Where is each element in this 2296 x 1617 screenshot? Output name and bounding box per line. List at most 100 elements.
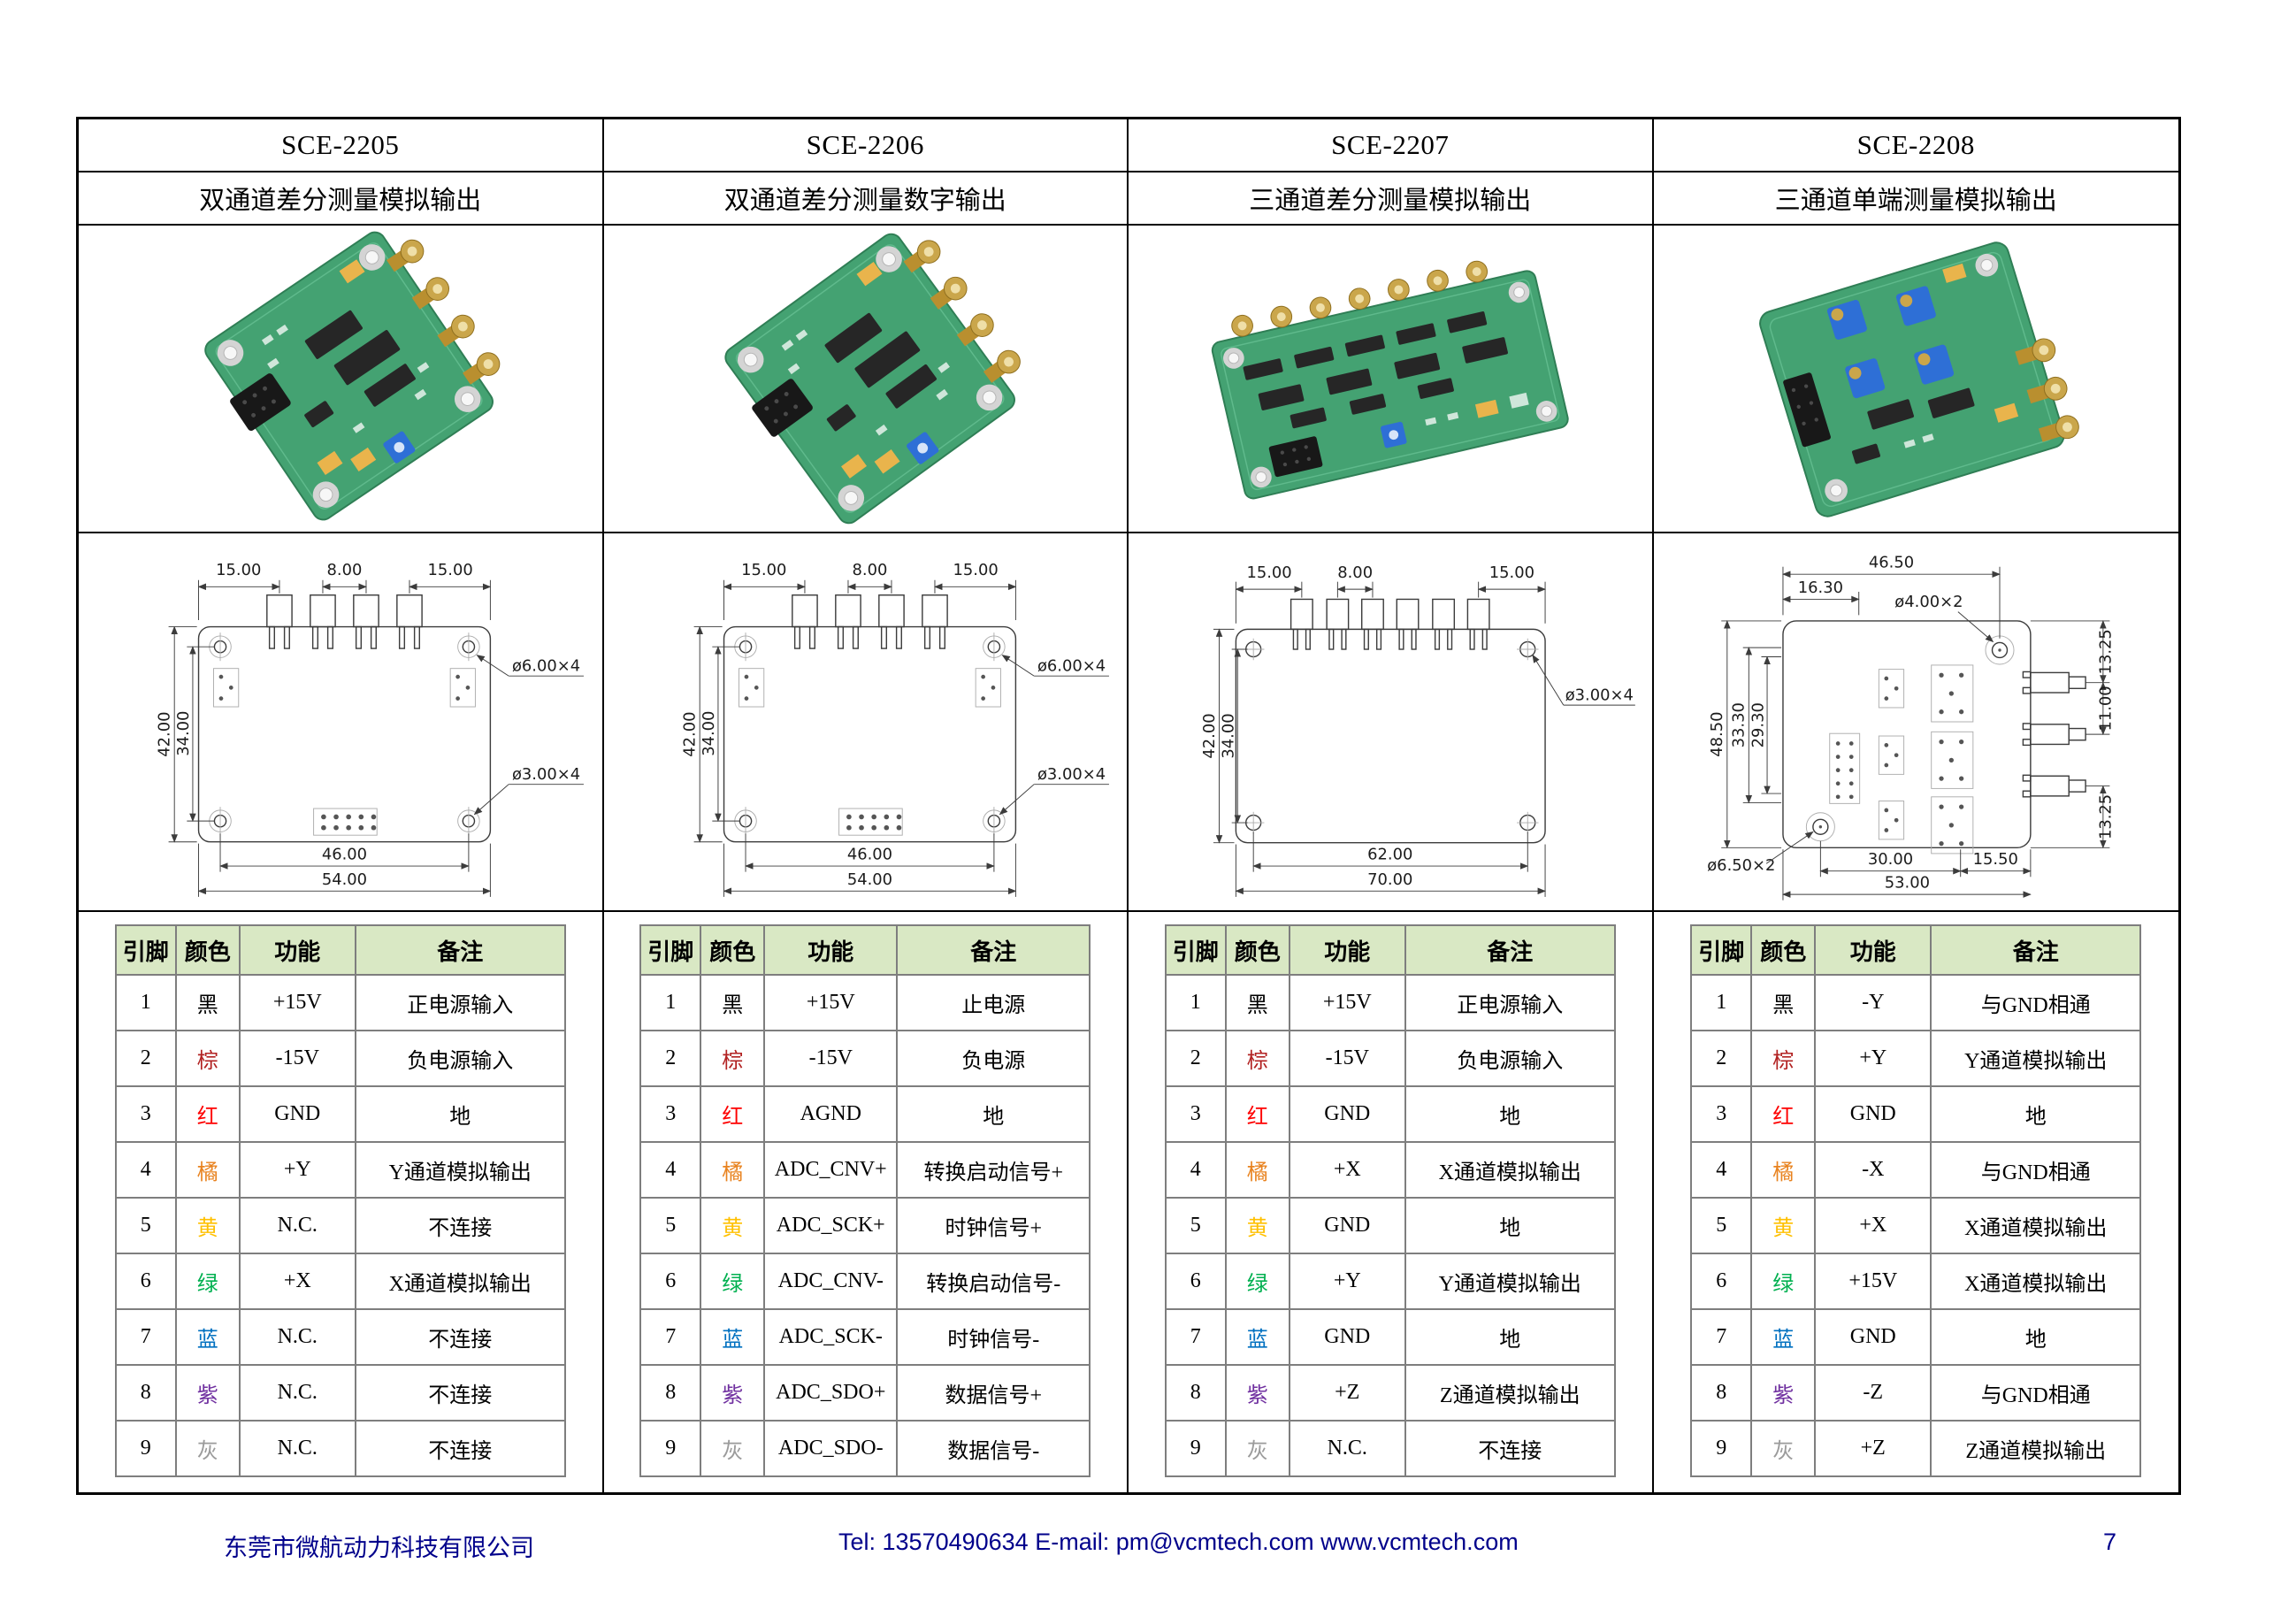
- pin-note: 地: [1404, 1308, 1616, 1366]
- pin-function: N.C.: [238, 1420, 356, 1477]
- product-column-sce-2208: SCE-2208 三通道单端测量模拟输出: [1653, 119, 2179, 1492]
- pin-note: 地: [1404, 1197, 1616, 1254]
- dim-label: 54.00: [846, 870, 892, 889]
- product-subtitle: 双通道差分测量数字输出: [603, 172, 1127, 226]
- dim-label: 34.00: [700, 711, 718, 756]
- pin-function: +Y: [238, 1141, 356, 1199]
- pin-note: 不连接: [1404, 1420, 1616, 1477]
- col-header-color: 颜色: [1750, 924, 1817, 976]
- pcb-board: [1211, 260, 1569, 500]
- pin-number: 6: [1164, 1253, 1227, 1310]
- pcb-board: [204, 231, 501, 521]
- pin-function: -15V: [763, 1030, 899, 1087]
- pin-note: 地: [1930, 1085, 2142, 1143]
- pin-note: 地: [1930, 1308, 2142, 1366]
- dim-label: 33.30: [1729, 702, 1748, 747]
- product-model-title: SCE-2206: [603, 119, 1127, 172]
- pin-function: ADC_CNV-: [763, 1253, 899, 1310]
- pcb-photo-sce-2205: [204, 231, 501, 521]
- pin-color-label: 棕: [174, 1030, 241, 1087]
- pin-number: 8: [1690, 1364, 1753, 1422]
- pcb-photo-sce-2206: [723, 233, 1021, 525]
- col-header-pin: 引脚: [1690, 924, 1753, 976]
- pin-function: N.C.: [238, 1308, 356, 1366]
- pin-function: ADC_CNV+: [763, 1141, 899, 1199]
- pin-color-label: 黑: [1750, 974, 1817, 1031]
- product-photo-cell: [1653, 226, 2178, 533]
- product-column-sce-2207: SCE-2207 三通道差分测量模拟输出: [1129, 119, 1654, 1492]
- product-photo-cell: [79, 226, 602, 533]
- dim-label: 15.00: [953, 561, 998, 579]
- idc-connector: [751, 379, 813, 437]
- pin-function: N.C.: [238, 1197, 356, 1254]
- pin-note: Y通道模拟输出: [354, 1141, 566, 1199]
- pin-note: 地: [354, 1085, 566, 1143]
- dim-label: 54.00: [322, 870, 367, 889]
- pin-color-label: 黑: [1224, 974, 1290, 1031]
- col-header-note: 备注: [1404, 924, 1616, 976]
- idc-connector: [230, 373, 291, 432]
- pin-function: GND: [1814, 1308, 1932, 1366]
- pin-function: +Y: [1814, 1030, 1932, 1087]
- pin-function: -15V: [238, 1030, 356, 1087]
- pin-color-label: 绿: [1224, 1253, 1290, 1310]
- pin-color-label: 蓝: [1750, 1308, 1817, 1366]
- dimension-drawing-cell: 15.00 8.00 15.00 42.00 34.00 62.00 70.00…: [1129, 533, 1652, 912]
- col-header-function: 功能: [1288, 924, 1406, 976]
- pin-number: 4: [1690, 1141, 1753, 1199]
- hole-callout: ø3.00×4: [512, 765, 580, 784]
- product-model-title: SCE-2208: [1653, 119, 2178, 172]
- mounting-holes: [1242, 638, 1539, 834]
- product-photo-cell: [1129, 226, 1652, 533]
- pin-number: 5: [1164, 1197, 1227, 1254]
- pin-note: 与GND相通: [1930, 974, 2142, 1031]
- dim-label: 13.25: [2096, 794, 2115, 839]
- pin-function: +Y: [1288, 1253, 1406, 1310]
- pin-number: 3: [1690, 1085, 1753, 1143]
- pin-function: GND: [1288, 1085, 1406, 1143]
- hole-callout: ø6.00×4: [1037, 657, 1105, 676]
- pin-color-label: 黑: [700, 974, 766, 1031]
- dim-label: 30.00: [1867, 850, 1912, 869]
- pin-number: 9: [1164, 1420, 1227, 1477]
- pin-note: X通道模拟输出: [1404, 1141, 1616, 1199]
- pin-function: ADC_SDO+: [763, 1364, 899, 1422]
- board-connectors: [1290, 598, 1490, 650]
- hole-callout: ø6.50×2: [1707, 856, 1775, 875]
- dim-label: 15.00: [1246, 563, 1291, 582]
- pin-color-label: 红: [1750, 1085, 1817, 1143]
- pin-function: ADC_SDO-: [763, 1420, 899, 1477]
- dimension-drawing-cell: 15.00 8.00 15.00 42.00 34.00 46.00 54.00…: [603, 533, 1127, 912]
- pin-number: 5: [1690, 1197, 1753, 1254]
- dim-label: 46.00: [846, 846, 892, 864]
- pin-note: 时钟信号-: [896, 1308, 1091, 1366]
- pin-number: 7: [1690, 1308, 1753, 1366]
- pin-function: GND: [1288, 1197, 1406, 1254]
- pin-number: 4: [1164, 1141, 1227, 1199]
- trimmer-potentiometers: [1826, 286, 1954, 399]
- pin-number: 8: [639, 1364, 702, 1422]
- pin-color-label: 橘: [700, 1141, 766, 1199]
- pin-function: +15V: [238, 974, 356, 1031]
- pin-note: Y通道模拟输出: [1404, 1253, 1616, 1310]
- dimension-drawing-sce-2208: 46.50 16.30 ø4.00×2 48.50 33.30 29.30 13…: [1707, 554, 2115, 900]
- pin-function: ADC_SCK+: [763, 1197, 899, 1254]
- dim-label: 13.25: [2096, 629, 2115, 674]
- pin-number: 9: [639, 1420, 702, 1477]
- mounting-holes: [733, 632, 1006, 836]
